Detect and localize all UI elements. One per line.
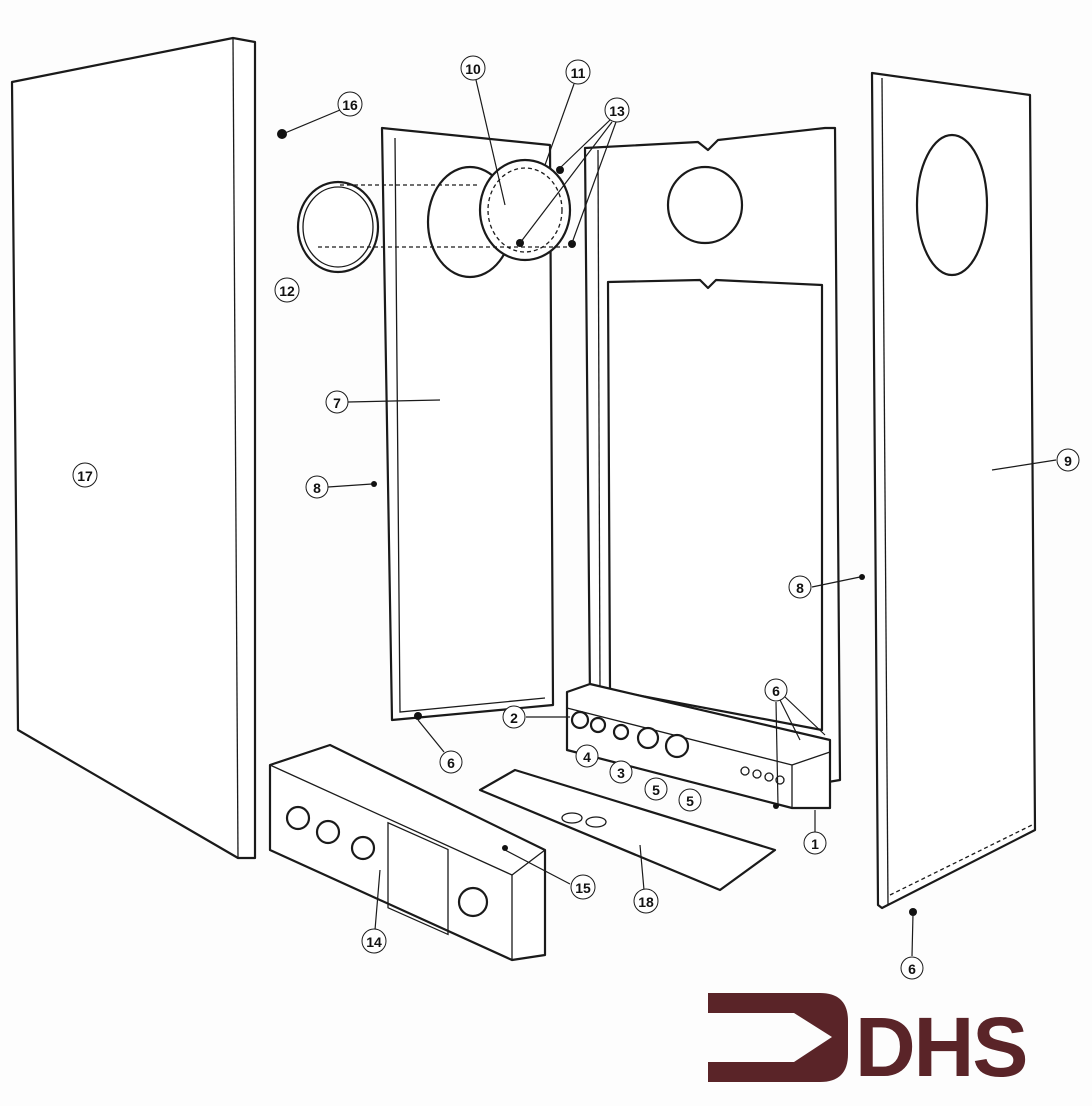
svg-text:3: 3	[617, 765, 625, 781]
base-box-1	[565, 682, 832, 810]
front-panel-17	[10, 36, 257, 860]
svg-text:8: 8	[313, 480, 321, 496]
svg-text:12: 12	[279, 283, 295, 299]
screw-16	[277, 129, 287, 139]
svg-text:7: 7	[333, 395, 341, 411]
dhs-logo: DHS	[708, 993, 1028, 1094]
callout-8b: 8	[788, 575, 812, 599]
callout-4: 4	[575, 744, 599, 768]
callout-15: 15	[570, 874, 596, 900]
callout-5a: 5	[644, 777, 668, 801]
callout-7: 7	[325, 390, 349, 414]
callout-6b: 6	[764, 678, 788, 702]
svg-text:4: 4	[583, 749, 591, 765]
svg-text:9: 9	[1064, 453, 1072, 469]
callout-8a: 8	[305, 475, 329, 499]
leader-lines	[284, 79, 1057, 957]
callout-11: 11	[565, 59, 591, 85]
flue-ring-12	[296, 180, 380, 274]
callout-1: 1	[803, 831, 827, 855]
callout-13: 13	[604, 97, 630, 123]
callout-3: 3	[609, 760, 633, 784]
callout-18: 18	[633, 888, 659, 914]
svg-text:5: 5	[652, 782, 660, 798]
svg-text:17: 17	[77, 468, 93, 484]
callout-14: 14	[361, 928, 387, 954]
svg-text:5: 5	[686, 793, 694, 809]
svg-text:14: 14	[366, 934, 382, 950]
callout-17: 17	[72, 462, 98, 488]
svg-text:16: 16	[342, 97, 358, 113]
svg-text:8: 8	[796, 580, 804, 596]
callout-10: 10	[460, 55, 486, 81]
callout-6a: 6	[439, 750, 463, 774]
svg-text:18: 18	[638, 894, 654, 910]
svg-text:DHS: DHS	[855, 1000, 1026, 1094]
back-panel	[583, 126, 842, 792]
svg-text:11: 11	[571, 65, 586, 81]
callout-9: 9	[1056, 448, 1080, 472]
svg-text:6: 6	[908, 961, 916, 977]
tray-18	[478, 768, 777, 892]
screws	[371, 481, 917, 916]
flue-plate-10	[478, 158, 576, 262]
svg-text:13: 13	[609, 103, 625, 119]
svg-text:2: 2	[510, 710, 518, 726]
callout-16: 16	[337, 91, 363, 117]
callout-6c: 6	[900, 956, 924, 980]
control-panel-14	[268, 743, 547, 962]
callout-12: 12	[274, 277, 300, 303]
svg-text:6: 6	[772, 683, 780, 699]
svg-text:15: 15	[575, 880, 591, 896]
arrow-logo-icon	[708, 993, 848, 1082]
callout-2: 2	[502, 705, 526, 729]
svg-text:6: 6	[447, 755, 455, 771]
svg-text:1: 1	[811, 836, 819, 852]
side-panel-9	[870, 71, 1037, 910]
svg-text:10: 10	[465, 61, 481, 77]
callout-5b: 5	[678, 788, 702, 812]
